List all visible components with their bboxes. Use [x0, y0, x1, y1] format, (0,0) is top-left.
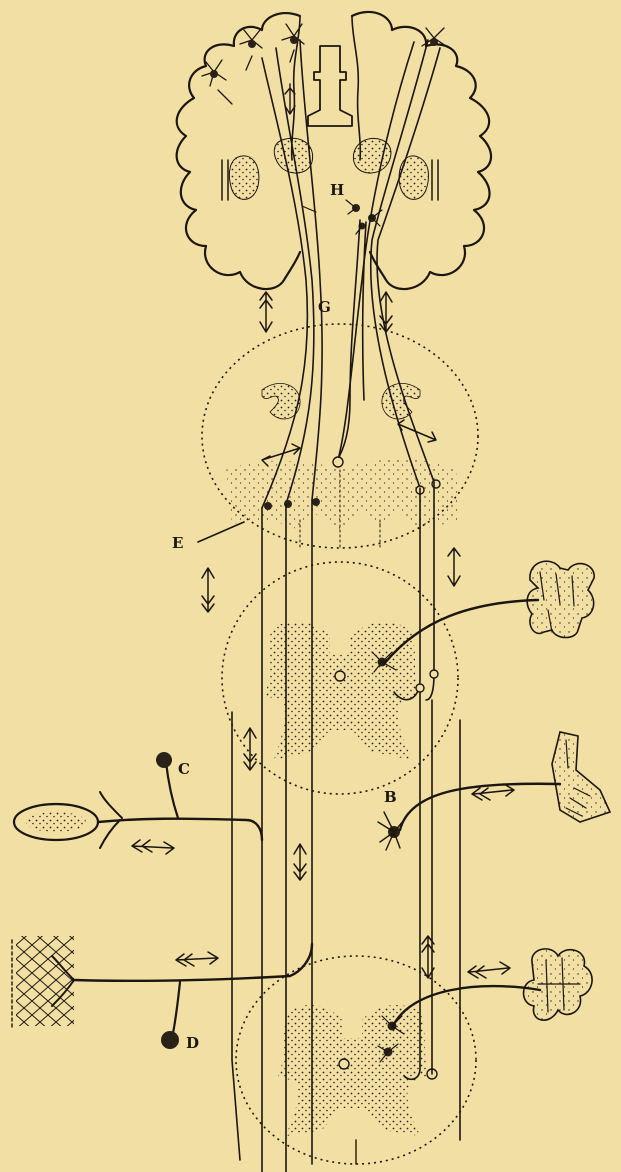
afferent-arrow-d: [176, 952, 218, 966]
motor-nerve-upper: [384, 561, 594, 664]
neuron-h: [346, 200, 382, 234]
descending-tracts: [262, 40, 414, 508]
medulla-section: [202, 324, 478, 548]
label-b: B: [384, 788, 397, 806]
descending-arrow-g: [260, 292, 272, 332]
sensory-nerve-d: [12, 936, 312, 1049]
ascending-arrow-cord-2: [294, 844, 306, 880]
bracket-left: [222, 160, 228, 200]
motor-nerve-lower: [392, 949, 592, 1028]
ascending-arrow-e: [202, 568, 214, 612]
efferent-arrow-lower: [468, 962, 510, 978]
spinal-section-lower: [236, 956, 476, 1164]
cortical-neuron-2: [240, 30, 262, 70]
ganglion-cell-d: [161, 1031, 179, 1049]
ascending-tracts: [336, 40, 440, 488]
skin-tissue-d: [16, 936, 74, 1026]
label-e: E: [172, 534, 183, 552]
ascending-arrow-cord-1: [244, 728, 256, 770]
afferent-arrow-c: [132, 840, 174, 854]
spinal-section-upper: [222, 562, 458, 794]
brain-ventricle: [308, 46, 352, 126]
muscle-fibres-upper: [527, 561, 594, 637]
thalamus-left: [229, 156, 259, 199]
label-d: D: [186, 1034, 199, 1052]
pointer-e: [198, 522, 244, 542]
descending-arrow-right-upper: [448, 548, 460, 586]
olive-left: [262, 383, 300, 419]
muscle-fibres-b: [552, 732, 610, 822]
brain-section: H: [177, 12, 491, 289]
olive-right: [382, 383, 420, 419]
grey-matter-lower: [278, 1005, 430, 1136]
sensory-nerve-c: [14, 752, 262, 854]
grey-matter-upper: [264, 622, 420, 760]
brain-fold-inner-right: [352, 16, 360, 160]
motor-nerve-b: [378, 732, 610, 850]
bracket-right: [432, 160, 438, 200]
label-g: G: [318, 298, 331, 316]
label-h: H: [330, 181, 344, 199]
ganglion-cell-c: [156, 752, 172, 768]
thalamus-right: [399, 156, 428, 199]
label-c: C: [178, 760, 190, 778]
medulla-grey-matter: [226, 459, 460, 530]
